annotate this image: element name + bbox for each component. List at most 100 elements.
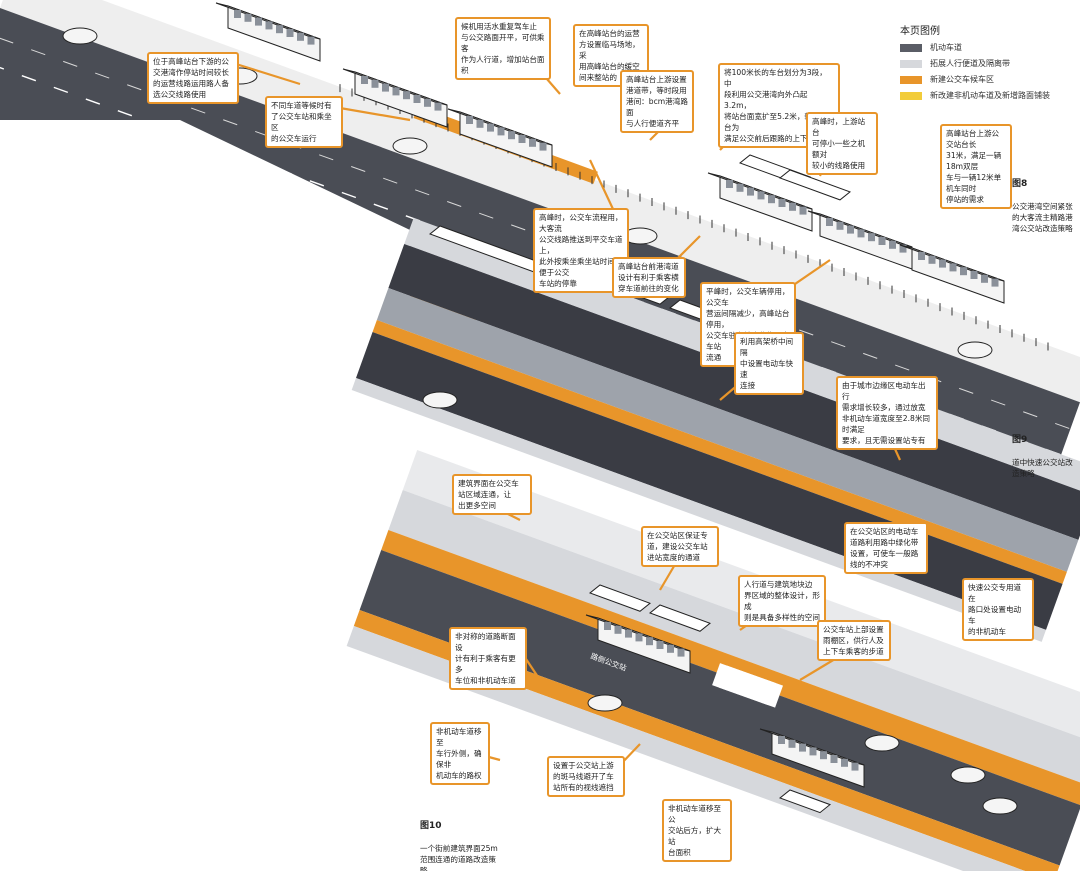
callout-nonmotor-behind: 非机动车道移至公 交站后方，扩大站 台面积 [662, 799, 732, 862]
legend-swatch [900, 60, 922, 68]
lane-marking [799, 329, 814, 336]
bus [807, 210, 913, 270]
bus-window [970, 271, 978, 279]
callout-upstream-small: 高峰时，上游站台 可停小一些之机额对 较小的线路使用 [806, 112, 878, 175]
figure-8-text: 公交港湾空间紧张的大客流主精路港湾公交站改造策略 [1012, 202, 1073, 233]
bus-window [809, 747, 817, 756]
bus-window [991, 278, 999, 287]
bus-window [413, 95, 421, 103]
station-canopy [778, 169, 852, 201]
bus-side [819, 213, 913, 270]
bus-window [847, 225, 854, 234]
bus-window [899, 244, 907, 253]
bus-window [539, 142, 547, 151]
figure-10-number: 图10 [420, 821, 442, 831]
bus-window [529, 138, 536, 147]
bus-window [928, 255, 936, 264]
figure-10-caption: 图10 一个街前建筑界面25m范围连通的道路改造策略 [420, 810, 500, 871]
bus-window [497, 127, 505, 136]
lane-marking [383, 177, 398, 184]
lane-marking [895, 364, 910, 371]
bus-window [255, 17, 262, 26]
bus-window [424, 98, 431, 107]
figure-9-text: 道中快速公交站改造策略 [1012, 458, 1073, 478]
bus-roof [215, 2, 321, 40]
legend-item-motor-lane: 机动车道 [900, 42, 1072, 53]
lane-marking [863, 352, 878, 359]
lane-marking [53, 86, 69, 94]
bus-window [646, 637, 653, 646]
callout-ebike-median: 在公交站区的电动车 道路利用路中绿化带 设置，可使车一般路 线的不冲突 [844, 522, 928, 574]
lane-marking [127, 84, 142, 91]
lane-marking [63, 60, 78, 67]
car [422, 391, 458, 409]
legend-label: 拓展人行便道及隔离带 [930, 59, 1010, 68]
bus-roof [447, 108, 553, 146]
lane-marking [1023, 411, 1038, 418]
bus-window [918, 252, 925, 260]
bus [707, 172, 813, 232]
page-margin-upper [0, 120, 410, 230]
callout-peak-dispatch: 高峰时，公交车流程用，大客流 公交线路推送到平交车道上， 此外按乘坐乘坐站时间，… [533, 208, 629, 293]
fig10-nonmotor-lane [353, 610, 1060, 871]
lane-marking [309, 180, 325, 187]
bus-window [836, 221, 844, 230]
fig10-roadway [359, 550, 1080, 866]
lane-marking [223, 119, 238, 126]
bus-roof [707, 172, 813, 210]
bus-window [857, 229, 865, 238]
legend-label: 机动车道 [930, 43, 962, 52]
car [62, 27, 98, 45]
callout-station-lane: 在公交站区保证专 道，建设公交车站 进站宽度的通道 [641, 526, 719, 567]
bus [447, 108, 553, 168]
callout-ebike-demand: 由于城市边缘区电动车出行 需求增长较多，通过放宽 非机动车道宽度至2.8米同时满… [836, 376, 938, 450]
bus-window [799, 206, 807, 215]
bus-window [244, 13, 252, 22]
callout-bay-crossing: 高峰站台前港湾道 设计有利于乘客横 穿车道前往的变化 [612, 257, 686, 298]
legend-swatch [900, 44, 922, 52]
legend-item-sidewalk: 拓展人行便道及隔离带 [900, 58, 1072, 69]
bus-window [778, 736, 785, 744]
bus-window [371, 79, 379, 88]
lane-marking [351, 166, 366, 172]
bus-window [382, 83, 389, 92]
figure-8-number: 图8 [1012, 179, 1028, 189]
bus-window [826, 218, 833, 226]
bus-window [392, 87, 400, 96]
bus-window [307, 36, 315, 45]
legend-label: 新改建非机动车道及新增路面铺装 [930, 91, 1050, 100]
lane-marking [85, 98, 101, 105]
bus-window [487, 123, 494, 132]
callout-building-interface: 建筑界面在公交车 站区域连通，让 出更多空间 [452, 474, 532, 515]
lane-marking [117, 110, 133, 117]
bus [585, 614, 691, 674]
lane-marking [31, 49, 46, 56]
legend-swatch [900, 92, 922, 100]
bus-window [297, 32, 304, 41]
bus-window [476, 119, 484, 128]
callout-elevated-link: 利用高架桥中间隔 中设置电动车快速 连接 [734, 332, 804, 395]
crosswalk-stripe [761, 680, 783, 708]
lane-marking [831, 341, 846, 348]
callout-downstream-bay: 位于高峰站台下游的公 交港湾作停站时间较长 的运营线路运用路人备 选公交线路使用 [147, 52, 239, 104]
bus-window [518, 135, 526, 143]
car [957, 341, 993, 359]
bus-roof [585, 614, 691, 652]
station-canopy [648, 604, 712, 632]
callout-asymmetric-section: 非对称的道路断面设 计有利于乘客有更多 车位和非机动车道 [449, 627, 527, 690]
bus [342, 68, 448, 128]
bus-window [403, 91, 410, 100]
lane-marking [373, 203, 389, 210]
bus-roof [759, 728, 865, 766]
lane-marking [447, 201, 462, 207]
legend-title: 本页图例 [900, 26, 940, 37]
lane-marking [959, 387, 974, 394]
bus-window [939, 259, 946, 268]
lane-marking [479, 212, 494, 219]
bus-window [265, 21, 273, 30]
lane-marking [21, 75, 37, 82]
callout-leader [235, 62, 301, 86]
page-margin [0, 230, 410, 871]
car [587, 694, 623, 712]
car [392, 137, 428, 155]
